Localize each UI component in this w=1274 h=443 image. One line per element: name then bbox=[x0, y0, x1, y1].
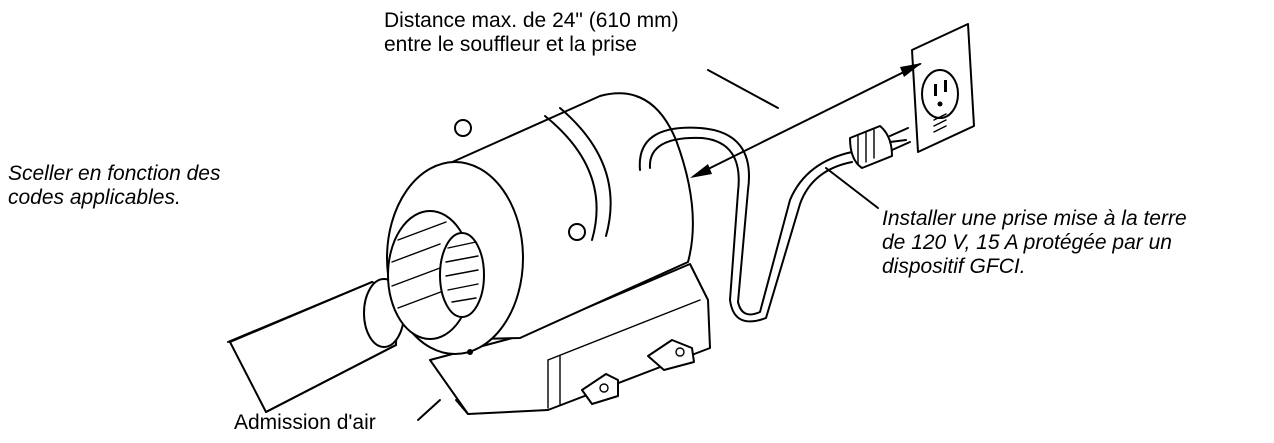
distance-dimension-arrow bbox=[690, 63, 922, 178]
intake-label: Admission d'air bbox=[234, 411, 376, 435]
blower-icon bbox=[386, 92, 711, 415]
distance-leader-line bbox=[707, 69, 779, 109]
air-intake-pipe-icon bbox=[227, 278, 405, 413]
intake-leader-line bbox=[417, 399, 441, 421]
distance-label: Distance max. de 24" (610 mm) entre le s… bbox=[384, 9, 679, 57]
outlet-label-line-1: Installer une prise mise à la terre bbox=[882, 207, 1187, 230]
seal-label-line-2: codes applicables. bbox=[8, 186, 181, 209]
seal-label-line-1: Sceller en fonction des bbox=[8, 162, 221, 185]
wall-outlet-icon bbox=[911, 23, 975, 153]
plug-icon bbox=[849, 125, 911, 169]
intake-label-text: Admission d'air bbox=[234, 411, 376, 434]
outlet-label-line-3: dispositif GFCI. bbox=[882, 255, 1026, 278]
distance-label-line-1: Distance max. de 24" (610 mm) bbox=[384, 9, 679, 32]
outlet-label-line-2: de 120 V, 15 A protégée par un bbox=[882, 231, 1172, 254]
power-cord-icon bbox=[638, 126, 853, 323]
outlet-leader-line bbox=[825, 167, 879, 209]
seal-label: Sceller en fonction des codes applicable… bbox=[8, 162, 220, 210]
distance-label-line-2: entre le souffleur et la prise bbox=[384, 33, 637, 56]
outlet-label: Installer une prise mise à la terre de 1… bbox=[882, 207, 1187, 279]
